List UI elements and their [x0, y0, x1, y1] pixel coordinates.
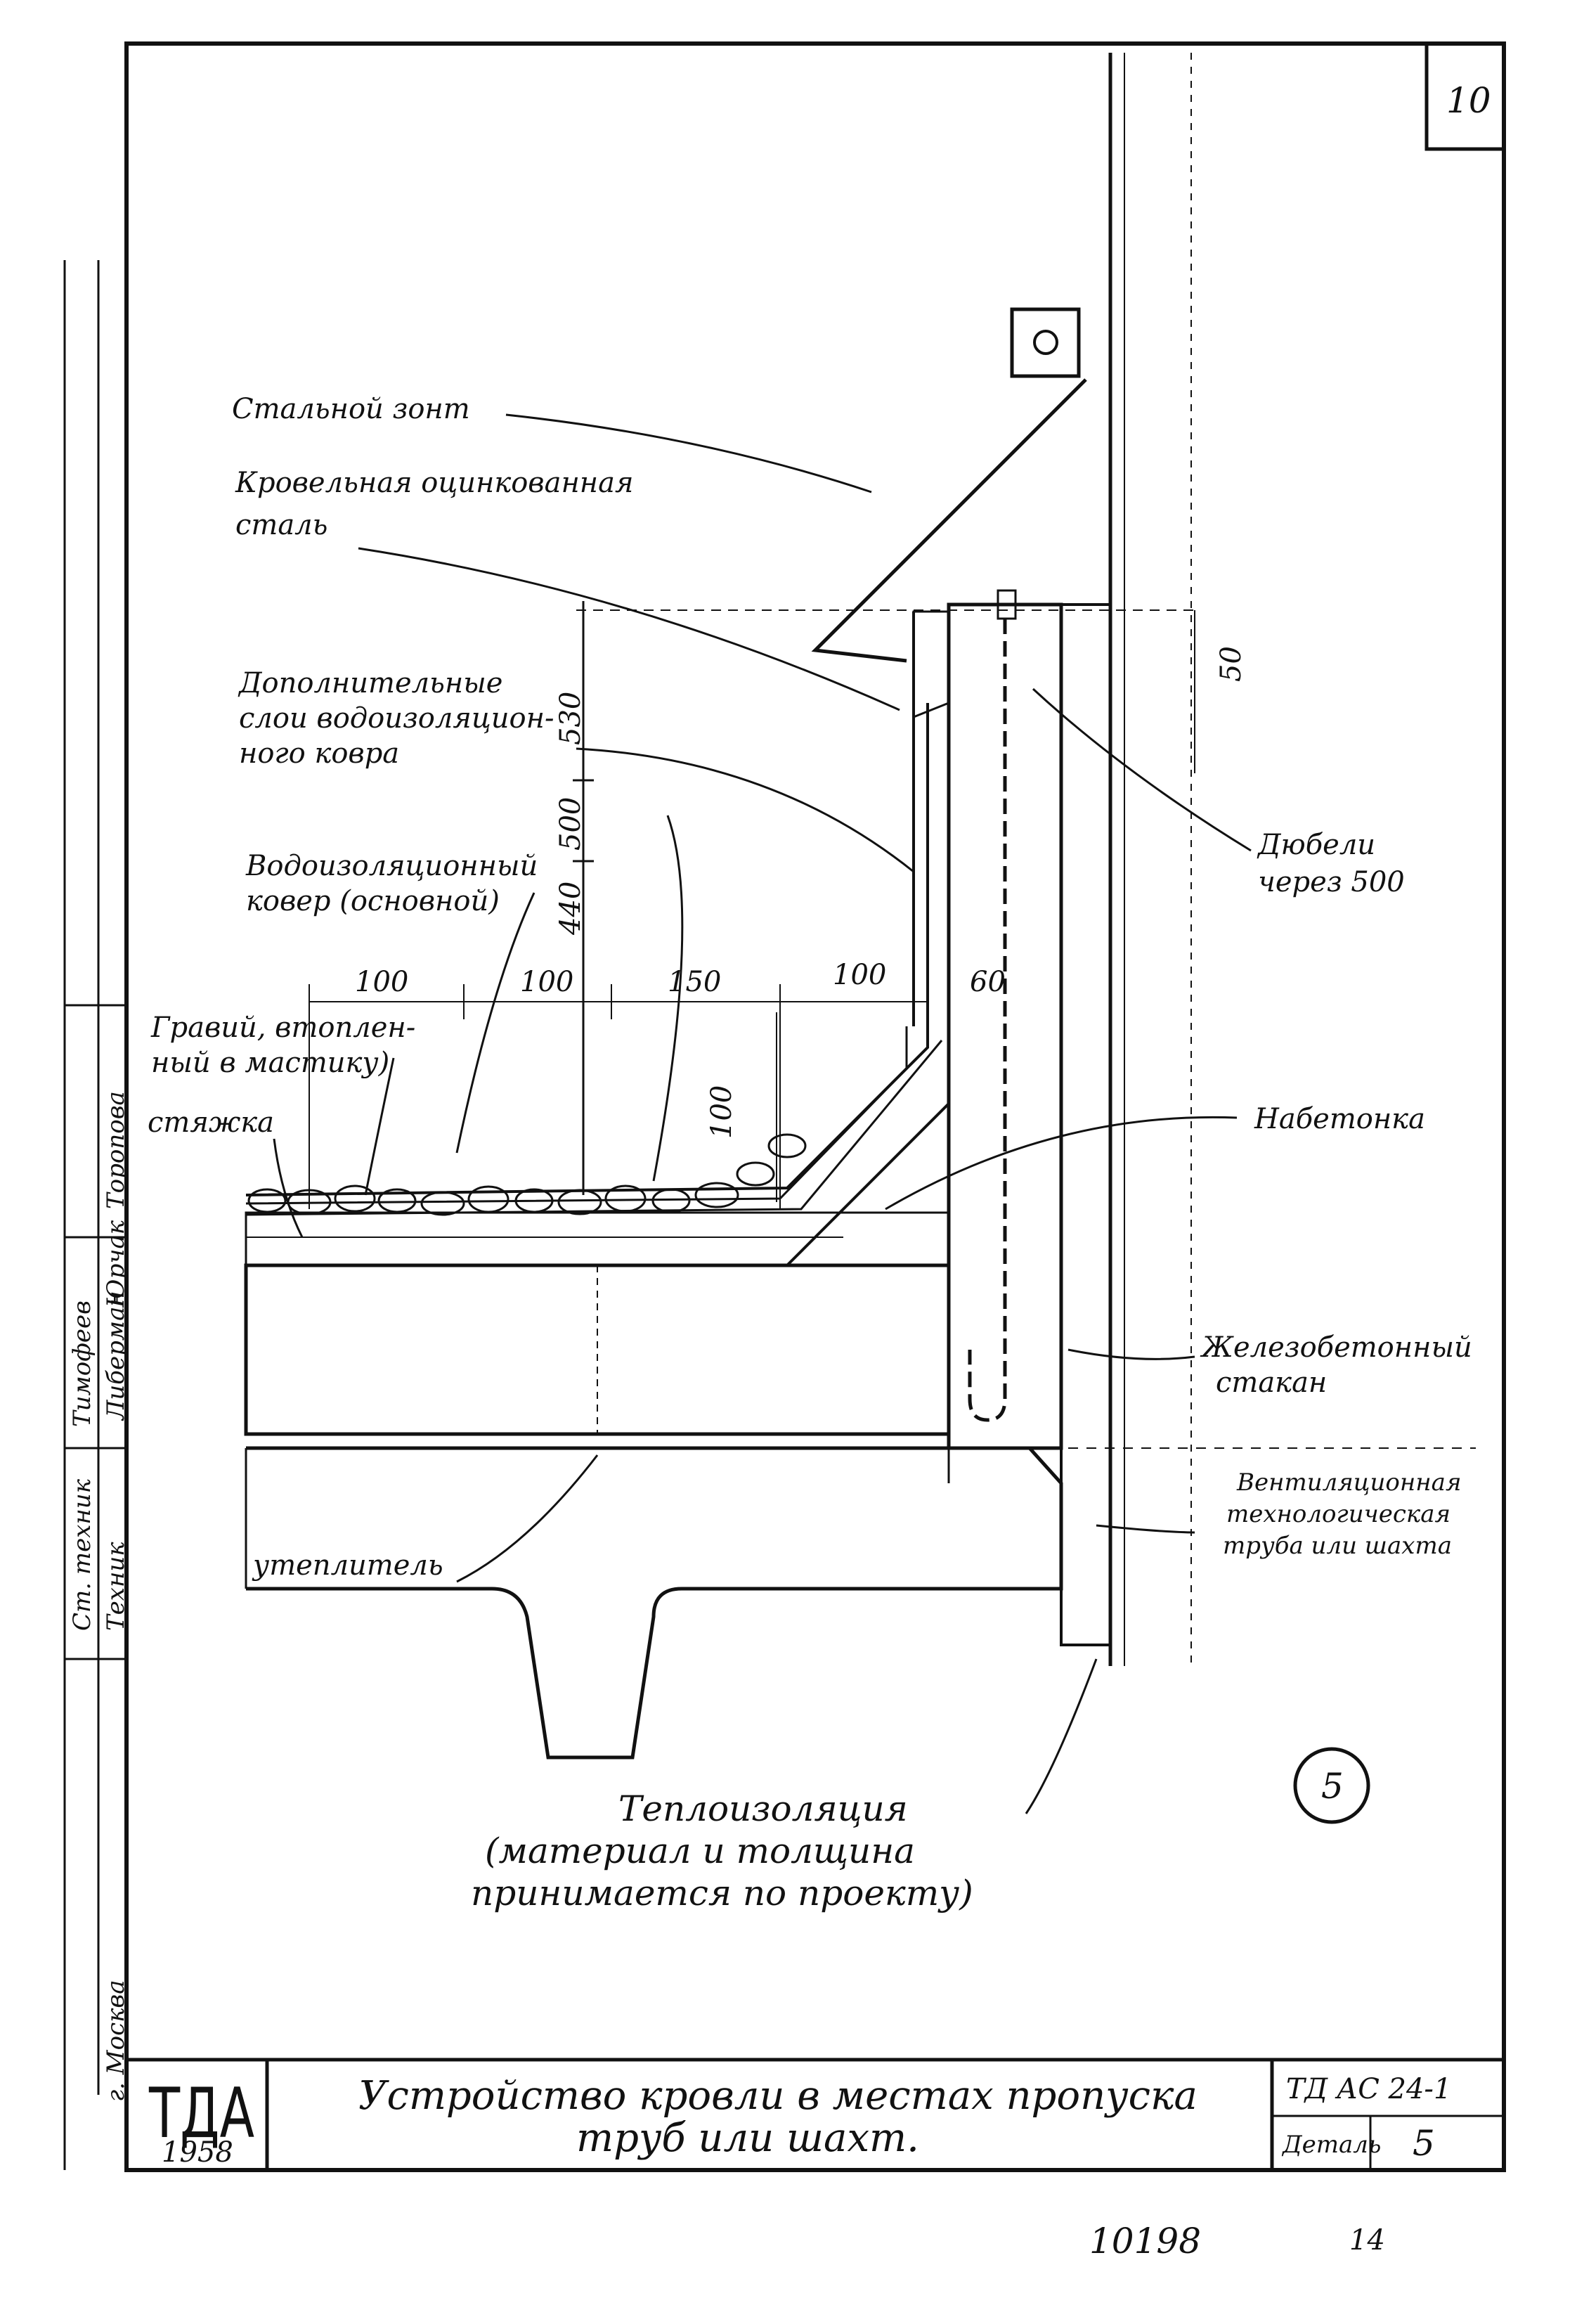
dim-60: 60 — [970, 966, 1006, 998]
label-thermal-3: принимается по проекту) — [471, 1873, 973, 1913]
steel-umbrella — [811, 378, 1087, 663]
side-cell-4: Либерман — [102, 1291, 130, 1421]
archive-number: 10198 — [1089, 2221, 1201, 2261]
ribbed-slab — [246, 1446, 1063, 1760]
label-steel-umbrella: Стальной зонт — [232, 393, 470, 425]
dim-530: 530 — [554, 692, 587, 745]
label-rc-sleeve-1: Железобетонный — [1200, 1331, 1472, 1364]
side-cell-2: Юрчак — [102, 1220, 130, 1308]
dim-500: 500 — [554, 797, 587, 851]
label-vent-pipe-1: Вентиляционная — [1236, 1468, 1461, 1497]
label-extra-layers-2: слои водоизоляцион- — [239, 702, 554, 735]
label-gravel-1: Гравий, втоплен- — [150, 1012, 415, 1044]
dim-100-v: 100 — [706, 1085, 738, 1139]
dim-100-b: 100 — [520, 966, 573, 998]
label-dowels-2: через 500 — [1258, 866, 1405, 898]
label-concrete-topping: Набетонка — [1254, 1103, 1425, 1135]
label-thermal-2: (материал и толщина — [485, 1831, 915, 1871]
drawing-code: ТД АС 24-1 — [1286, 2073, 1451, 2105]
side-cell-1: Торопова — [102, 1091, 130, 1209]
title-year: 1958 — [162, 2136, 233, 2169]
detail-marker-number: 5 — [1321, 1766, 1344, 1807]
label-gravel-2: ный в мастику) — [151, 1047, 389, 1079]
label-dowels-1: Дюбели — [1257, 829, 1375, 861]
title-block: ТДА 1958 Устройство кровли в местах проп… — [126, 2058, 1504, 2170]
label-extra-layers-3: ного ковра — [239, 737, 399, 770]
detail-marker — [1293, 1747, 1370, 1824]
label-screed: стяжка — [148, 1106, 274, 1139]
label-thermal-1: Теплоизоляция — [618, 1788, 908, 1829]
label-rc-sleeve-2: стакан — [1216, 1367, 1327, 1399]
dim-100-a: 100 — [355, 966, 408, 998]
archive-suffix: 14 — [1349, 2224, 1385, 2257]
label-main-carpet-2: ковер (основной) — [246, 885, 500, 917]
org-stamp: ТДА — [148, 2074, 254, 2154]
side-cell-3: Тимофеев — [68, 1300, 96, 1427]
dim-440: 440 — [554, 882, 587, 936]
side-strip: Торопова Юрчак Тимофеев Либерман Ст. тех… — [63, 260, 130, 2170]
label-insulation: утеплитель — [252, 1549, 443, 1582]
dim-50: 50 — [1215, 646, 1247, 682]
label-main-carpet-1: Водоизоляционный — [245, 850, 538, 882]
drawing-labels: Стальной зонт Кровельная оцинкованная ст… — [148, 393, 1472, 1913]
page-number-box: 10 — [1425, 41, 1506, 151]
page-number: 10 — [1446, 80, 1491, 121]
label-vent-pipe-2: технологическая — [1226, 1500, 1451, 1528]
detail-value: 5 — [1413, 2123, 1435, 2164]
drawing-title-line-2: труб или шахт. — [576, 2115, 919, 2161]
dim-150: 150 — [668, 966, 721, 998]
side-city: г. Москва — [102, 1980, 130, 2103]
label-extra-layers-1: Дополнительные — [238, 667, 502, 699]
dim-100-c: 100 — [833, 959, 886, 991]
sheet-frame — [124, 41, 1506, 2172]
label-vent-pipe-3: труба или шахта — [1223, 1532, 1452, 1560]
side-cell-6: Техник — [102, 1542, 130, 1631]
detail-label: Деталь — [1281, 2131, 1381, 2159]
roof-detail-drawing — [244, 53, 1476, 1824]
side-cell-5: Ст. техник — [68, 1478, 96, 1631]
bolt-icon — [1010, 307, 1081, 378]
label-roof-steel-1: Кровельная оцинкованная — [235, 467, 633, 499]
drawing-title-line-1: Устройство кровли в местах пропуска — [358, 2073, 1198, 2119]
label-roof-steel-2: сталь — [235, 509, 327, 541]
dimension-labels: 530 500 440 50 100 100 150 100 60 100 — [355, 646, 1247, 1139]
